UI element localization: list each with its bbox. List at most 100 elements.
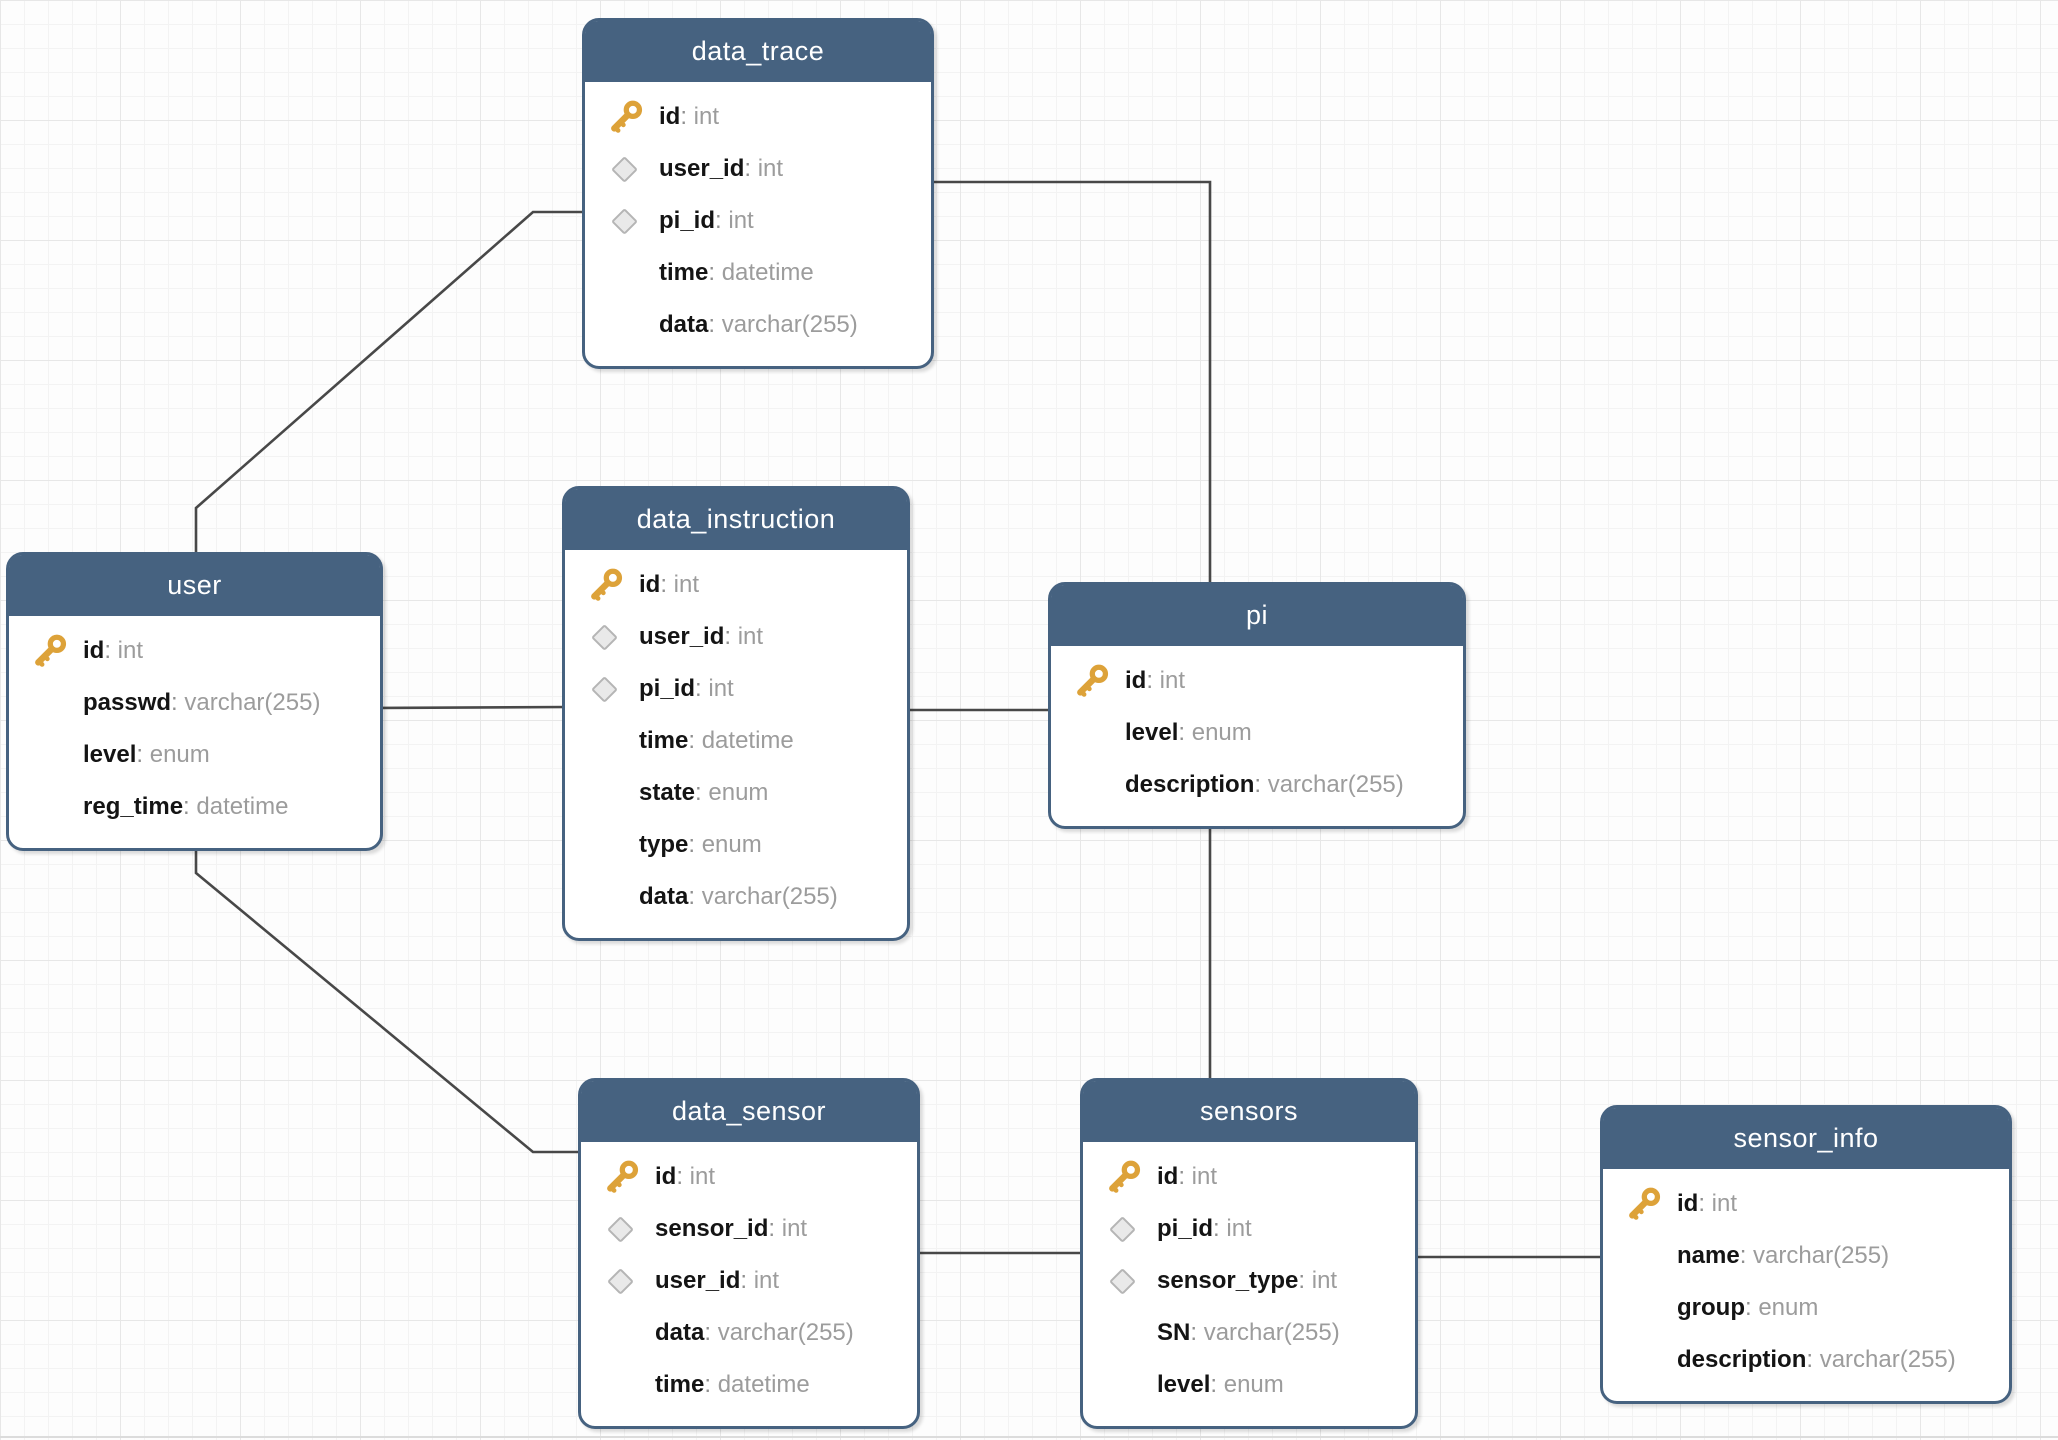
field-row-sensor_id[interactable]: sensor_idint [581, 1203, 917, 1255]
field-icon-slot [607, 98, 659, 136]
foreign-key-icon [591, 675, 618, 703]
field-row-data[interactable]: datavarchar(255) [565, 871, 907, 923]
field-row-level[interactable]: levelenum [9, 729, 380, 781]
field-name: level [1157, 1371, 1211, 1398]
primary-key-icon [35, 634, 67, 667]
table-data_sensor[interactable]: data_sensor idint sensor_idint user_idin… [578, 1078, 920, 1429]
table-data_sensor-fields: idint sensor_idint user_idint datavarcha… [581, 1142, 917, 1426]
table-pi[interactable]: pi idint levelenum descriptionvarchar(25… [1048, 582, 1466, 829]
table-data_sensor-header[interactable]: data_sensor [581, 1081, 917, 1142]
table-user[interactable]: user idint passwdvarchar(255) levelenum … [6, 552, 383, 851]
table-data_trace-header[interactable]: data_trace [585, 21, 931, 82]
field-type: int [104, 637, 143, 665]
field-row-id[interactable]: idint [565, 559, 907, 611]
field-row-id[interactable]: idint [1083, 1151, 1415, 1203]
field-type: datetime [704, 1371, 810, 1399]
table-sensors-header[interactable]: sensors [1083, 1081, 1415, 1142]
field-row-passwd[interactable]: passwdvarchar(255) [9, 677, 380, 729]
field-icon-slot [603, 1267, 655, 1295]
field-row-id[interactable]: idint [581, 1151, 917, 1203]
connection-user-data_sensor[interactable] [194, 845, 584, 1154]
field-icon-slot [31, 632, 83, 670]
field-name: id [1125, 667, 1147, 694]
field-row-pi_id[interactable]: pi_idint [585, 195, 931, 247]
field-name: passwd [83, 689, 172, 716]
field-name: time [639, 727, 689, 754]
field-type: varchar(255) [708, 311, 858, 339]
page-boundary-line [0, 1436, 2058, 1438]
field-name: pi_id [1157, 1215, 1214, 1242]
field-row-user_id[interactable]: user_idint [565, 611, 907, 663]
field-type: int [768, 1215, 807, 1243]
field-name: data [639, 883, 689, 910]
field-name: sensor_type [1157, 1267, 1299, 1294]
field-row-data[interactable]: datavarchar(255) [585, 299, 931, 351]
field-row-group[interactable]: groupenum [1603, 1282, 2009, 1334]
field-name: user_id [639, 623, 725, 650]
field-row-name[interactable]: namevarchar(255) [1603, 1230, 2009, 1282]
field-row-state[interactable]: stateenum [565, 767, 907, 819]
field-row-time[interactable]: timedatetime [585, 247, 931, 299]
table-sensor_info-fields: idint namevarchar(255) groupenum descrip… [1603, 1169, 2009, 1401]
field-row-SN[interactable]: SNvarchar(255) [1083, 1307, 1415, 1359]
field-name: time [659, 259, 709, 286]
field-row-id[interactable]: idint [1603, 1178, 2009, 1230]
table-sensors-fields: idint pi_idint sensor_typeint SNvarchar(… [1083, 1142, 1415, 1426]
field-icon-slot [1625, 1185, 1677, 1223]
connection-data_trace-pi[interactable] [928, 180, 1212, 588]
connection-user-data_instruction[interactable] [377, 705, 569, 710]
field-name: group [1677, 1294, 1745, 1321]
field-row-data[interactable]: datavarchar(255) [581, 1307, 917, 1359]
field-type: int [680, 103, 719, 131]
field-row-level[interactable]: levelenum [1051, 707, 1463, 759]
field-icon-slot [607, 207, 659, 235]
field-name: name [1677, 1242, 1740, 1269]
field-type: varchar(255) [1806, 1346, 1956, 1374]
field-type: int [740, 1267, 779, 1295]
table-sensor_info-header[interactable]: sensor_info [1603, 1108, 2009, 1169]
field-icon-slot [1073, 662, 1125, 700]
field-row-sensor_type[interactable]: sensor_typeint [1083, 1255, 1415, 1307]
field-type: datetime [183, 793, 288, 821]
field-name: type [639, 831, 689, 858]
field-row-user_id[interactable]: user_idint [581, 1255, 917, 1307]
field-icon-slot [587, 566, 639, 604]
field-name: pi_id [639, 675, 696, 702]
field-row-type[interactable]: typeenum [565, 819, 907, 871]
field-row-description[interactable]: descriptionvarchar(255) [1603, 1334, 2009, 1386]
primary-key-icon [611, 100, 643, 133]
field-name: level [83, 741, 137, 768]
field-row-time[interactable]: timedatetime [581, 1359, 917, 1411]
field-row-id[interactable]: idint [585, 91, 931, 143]
table-user-header[interactable]: user [9, 555, 380, 616]
table-sensors[interactable]: sensors idint pi_idint sensor_typeint SN… [1080, 1078, 1418, 1429]
table-data_instruction[interactable]: data_instruction idint user_idint pi_idi… [562, 486, 910, 941]
table-data_trace[interactable]: data_trace idint user_idint pi_idint tim… [582, 18, 934, 369]
primary-key-icon [591, 568, 623, 601]
field-row-id[interactable]: idint [9, 625, 380, 677]
field-name: data [659, 311, 709, 338]
field-type: int [1146, 667, 1185, 695]
table-pi-header[interactable]: pi [1051, 585, 1463, 646]
field-row-user_id[interactable]: user_idint [585, 143, 931, 195]
field-name: SN [1157, 1319, 1191, 1346]
foreign-key-icon [1109, 1215, 1136, 1243]
table-data_instruction-header[interactable]: data_instruction [565, 489, 907, 550]
table-title: data_sensor [671, 1096, 827, 1126]
field-name: sensor_id [655, 1215, 769, 1242]
table-title: data_trace [691, 36, 825, 66]
field-row-id[interactable]: idint [1051, 655, 1463, 707]
field-row-description[interactable]: descriptionvarchar(255) [1051, 759, 1463, 811]
field-row-level[interactable]: levelenum [1083, 1359, 1415, 1411]
table-sensor_info[interactable]: sensor_info idint namevarchar(255) group… [1600, 1105, 2012, 1404]
field-icon-slot [607, 155, 659, 183]
field-type: int [695, 675, 733, 703]
field-name: description [1677, 1346, 1807, 1373]
field-row-pi_id[interactable]: pi_idint [565, 663, 907, 715]
field-type: int [724, 623, 763, 651]
field-row-time[interactable]: timedatetime [565, 715, 907, 767]
connection-user-data_trace[interactable] [194, 210, 588, 560]
field-row-reg_time[interactable]: reg_timedatetime [9, 781, 380, 833]
field-row-pi_id[interactable]: pi_idint [1083, 1203, 1415, 1255]
